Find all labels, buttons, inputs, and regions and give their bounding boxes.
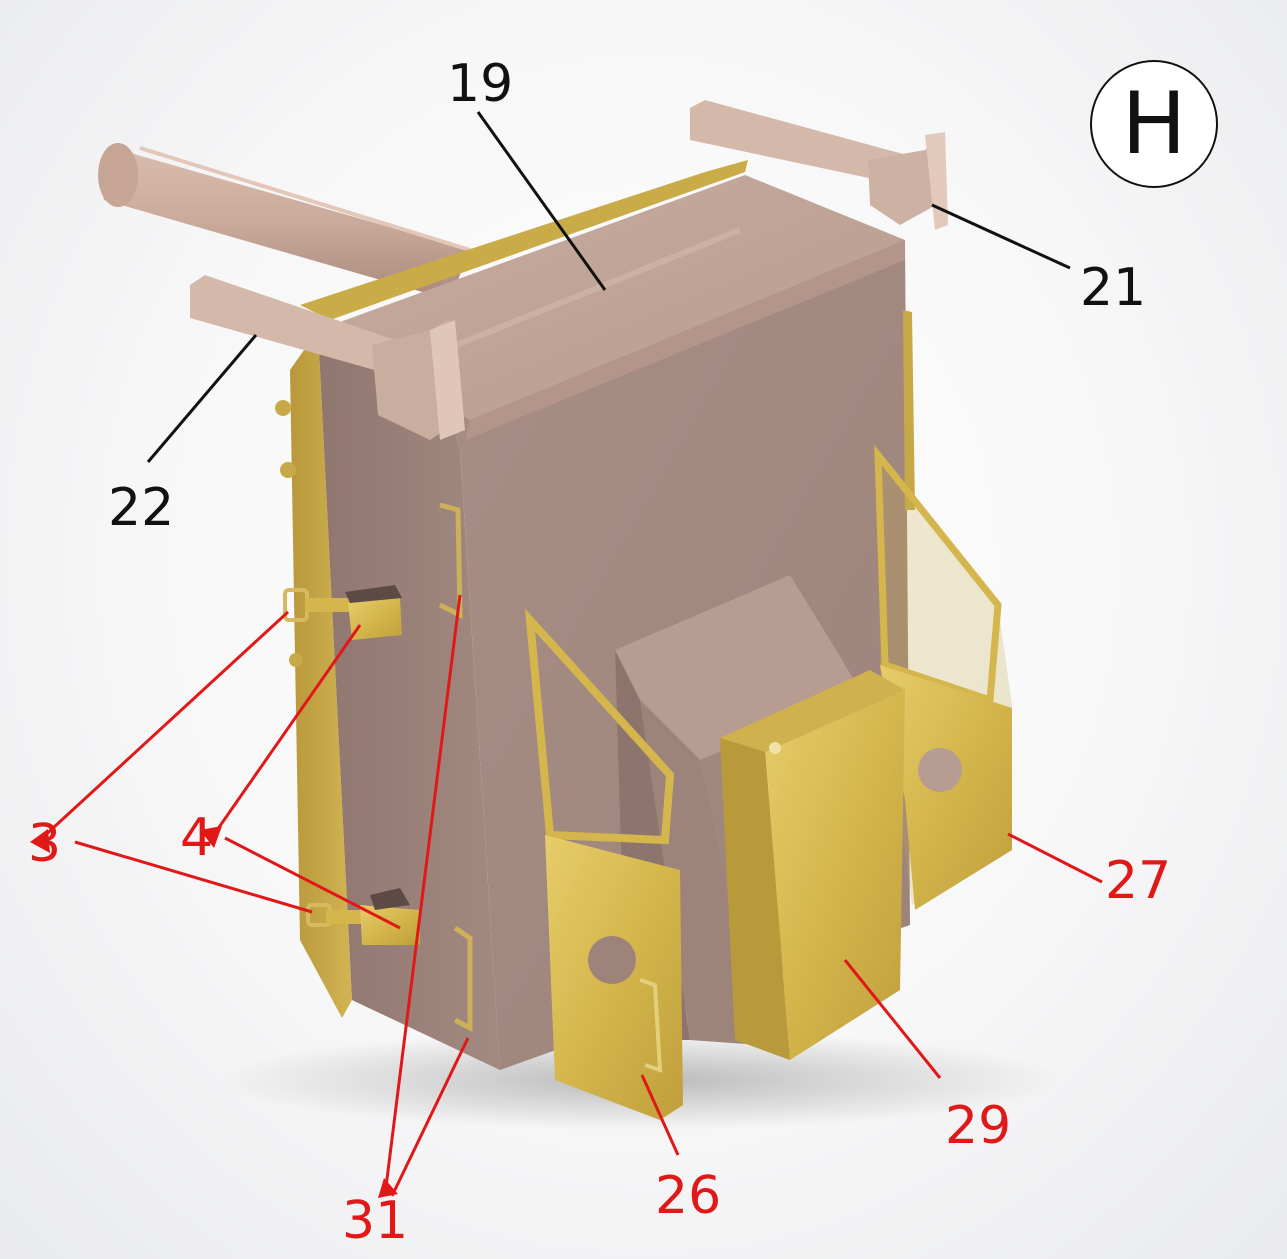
rear-stand [690, 100, 948, 230]
leader-arrowheads [30, 826, 398, 1198]
callout-4: 4 [180, 808, 214, 868]
callout-21: 21 [1080, 258, 1147, 318]
brass-box [720, 670, 905, 1060]
right-door-panel [874, 444, 1012, 910]
front-stand [190, 275, 465, 440]
callout-26: 26 [655, 1166, 722, 1226]
handrails [438, 502, 473, 1033]
top-brass-rim [300, 160, 748, 320]
callout-27: 27 [1105, 851, 1172, 911]
callout-29: 29 [945, 1096, 1012, 1156]
callout-31: 31 [342, 1191, 409, 1251]
left-door-panel [524, 608, 683, 1120]
callout-19: 19 [447, 54, 514, 114]
black-leader-lines [146, 111, 1071, 463]
section-badge: H [1090, 60, 1218, 188]
callout-22: 22 [108, 478, 175, 538]
red-leader-lines [38, 594, 1103, 1197]
body-left-face [318, 330, 500, 1070]
callout-3: 3 [28, 814, 62, 874]
section-badge-letter: H [1121, 74, 1187, 174]
body-top-face [318, 175, 905, 420]
exhaust-pipe [98, 143, 471, 300]
left-edge-details [275, 400, 303, 667]
left-brass-wall [290, 330, 352, 1018]
